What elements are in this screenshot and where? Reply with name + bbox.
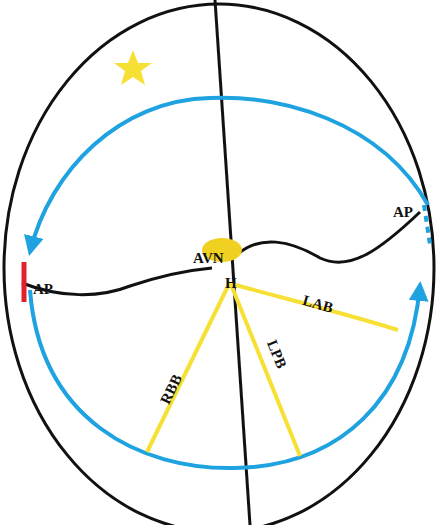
star-symbol [114, 50, 152, 85]
pathway-label: AP [33, 282, 53, 297]
av-groove [238, 212, 420, 262]
node-label: H [225, 276, 237, 291]
left-anterior-branch [232, 284, 398, 330]
reentry-arrow [30, 285, 420, 468]
right-bundle-branch [147, 282, 230, 452]
left-posterior-branch [230, 282, 300, 456]
pathway-label: AP [393, 205, 413, 220]
node-label: AVN [193, 251, 224, 266]
accessory-pathway [22, 262, 27, 302]
accessory-pathway [424, 205, 430, 245]
reentry-arrow [30, 98, 428, 252]
